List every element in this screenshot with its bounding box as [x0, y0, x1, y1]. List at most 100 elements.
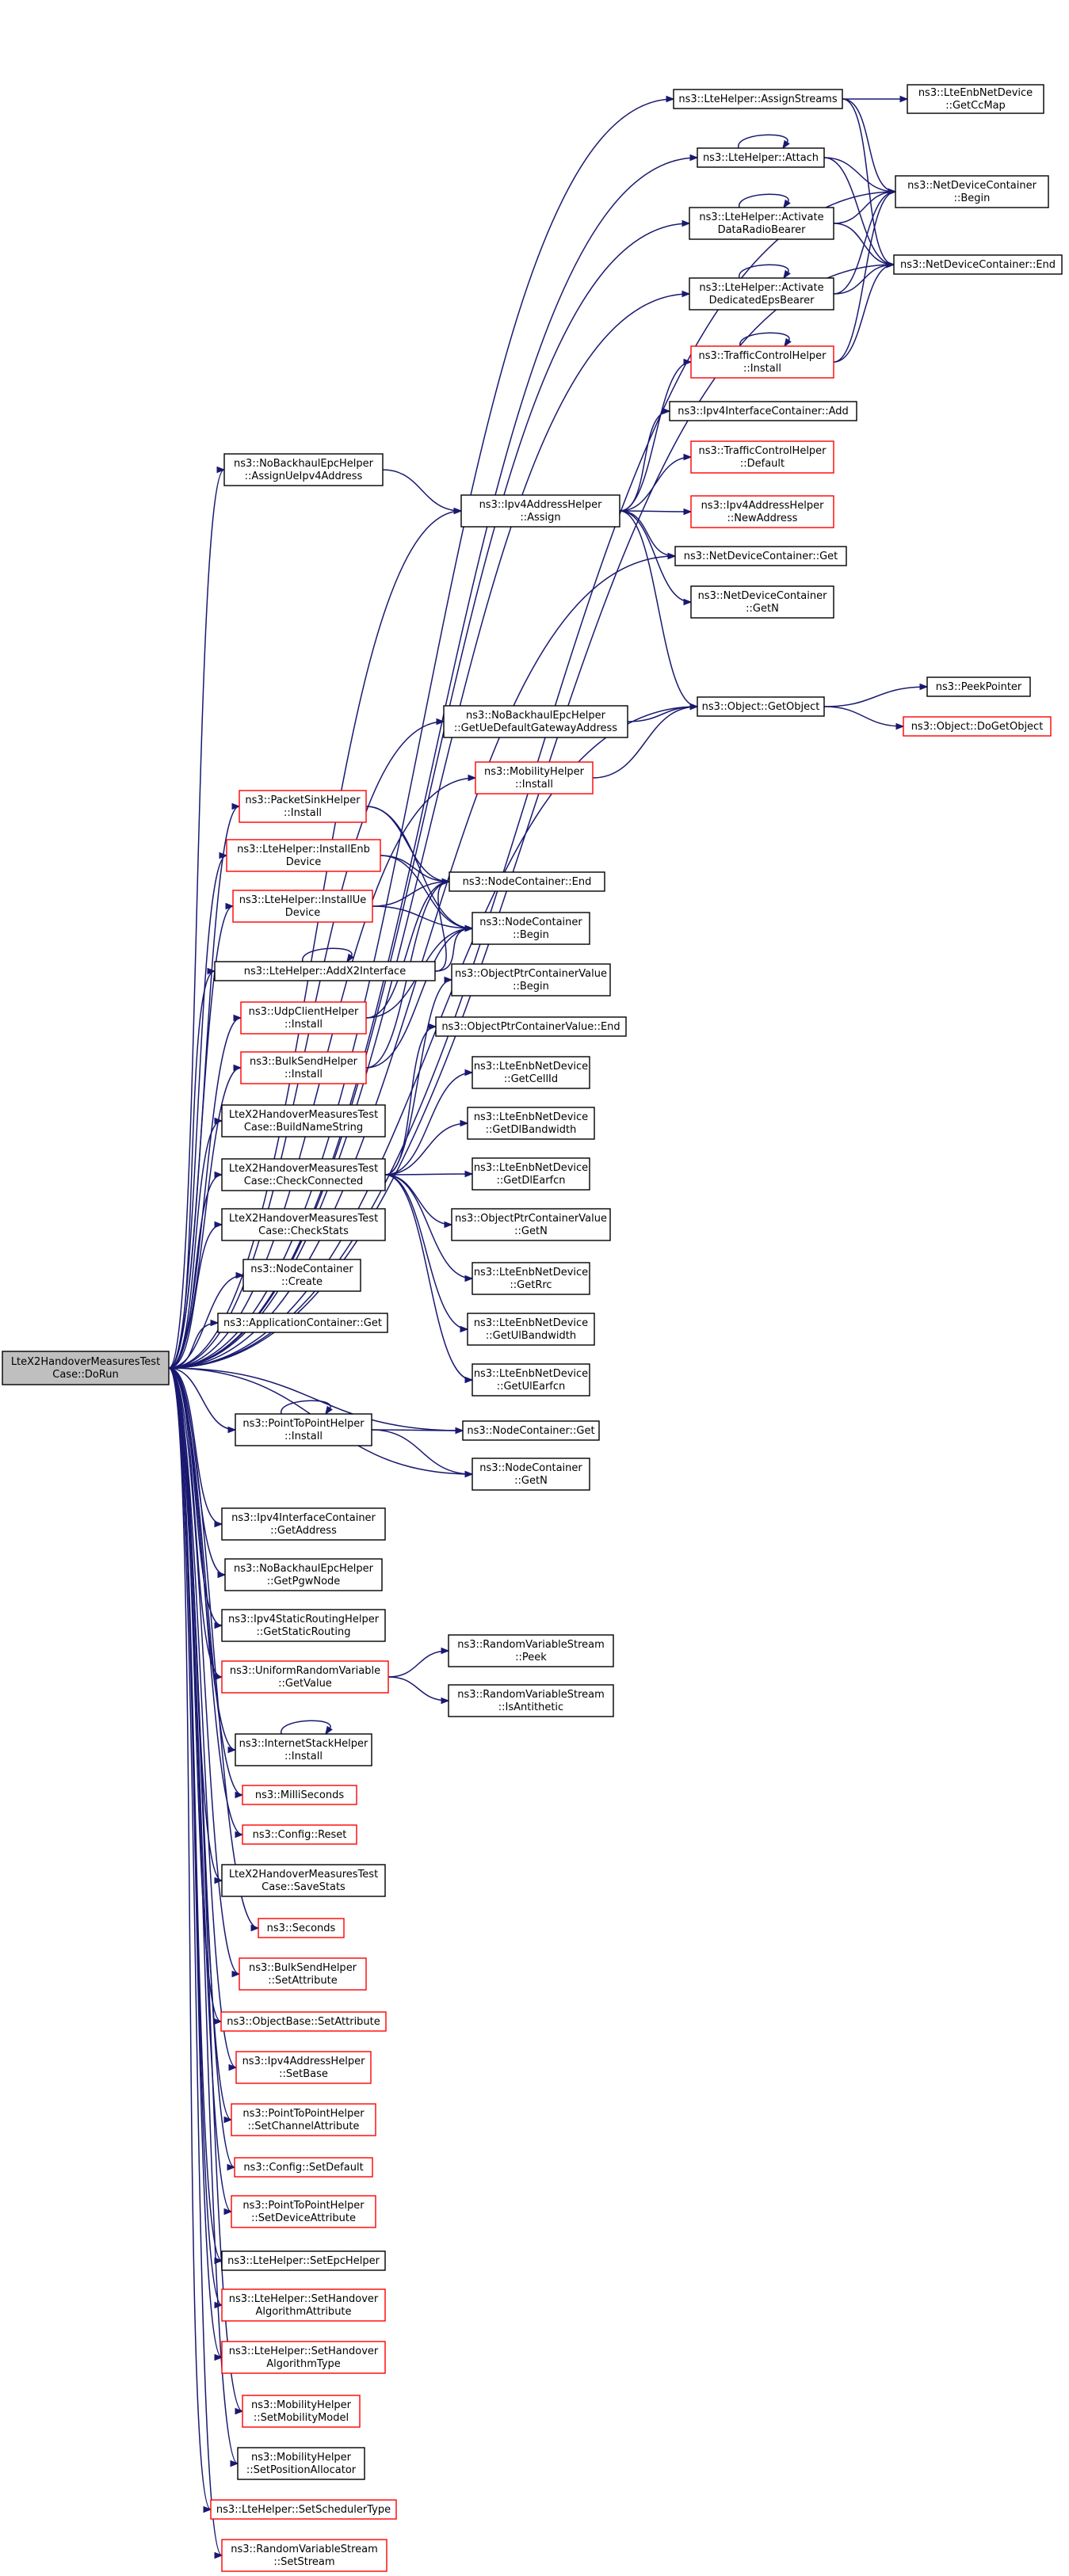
node-ncCreate[interactable]: ns3::NodeContainer::Create: [242, 1259, 361, 1292]
node-box[interactable]: [697, 147, 825, 168]
node-box[interactable]: [472, 1363, 590, 1397]
node-box[interactable]: [221, 1104, 386, 1137]
node-box[interactable]: [690, 345, 834, 379]
node-box[interactable]: [221, 2539, 388, 2572]
node-box[interactable]: [214, 961, 436, 981]
node-box[interactable]: [221, 1158, 386, 1191]
node-rvsAnti[interactable]: ns3::RandomVariableStream::IsAntithetic: [448, 1684, 614, 1717]
node-assignStreams[interactable]: ns3::LteHelper::AssignStreams: [673, 89, 843, 109]
node-p2pSetDev[interactable]: ns3::PointToPointHelper::SetDeviceAttrib…: [231, 2195, 376, 2228]
node-getStaticRouting[interactable]: ns3::Ipv4StaticRoutingHelper::GetStaticR…: [221, 1609, 386, 1642]
node-box[interactable]: [210, 2499, 397, 2520]
node-box[interactable]: [235, 1733, 372, 1766]
node-box[interactable]: [674, 546, 847, 566]
node-box[interactable]: [221, 1208, 386, 1241]
node-box[interactable]: [235, 1413, 372, 1446]
node-box[interactable]: [240, 1051, 367, 1084]
node-box[interactable]: [235, 2051, 372, 2084]
node-box[interactable]: [242, 2395, 361, 2428]
node-checkConn[interactable]: LteX2HandoverMeasuresTestCase::CheckConn…: [221, 1158, 386, 1191]
node-udpClient[interactable]: ns3::UdpClientHelper::Install: [240, 1001, 367, 1035]
node-ncGetN[interactable]: ns3::NodeContainer::GetN: [472, 1458, 590, 1491]
node-box[interactable]: [239, 1957, 367, 1991]
node-opcEnd[interactable]: ns3::ObjectPtrContainerValue::End: [435, 1016, 627, 1037]
node-box[interactable]: [242, 1259, 361, 1292]
node-box[interactable]: [234, 2157, 373, 2178]
node-box[interactable]: [221, 1507, 386, 1541]
node-uniformGetValue[interactable]: ns3::UniformRandomVariable::GetValue: [221, 1660, 389, 1694]
node-box[interactable]: [472, 1262, 590, 1295]
node-ndcGet[interactable]: ns3::NetDeviceContainer::Get: [674, 546, 847, 566]
node-ndcEnd[interactable]: ns3::NetDeviceContainer::End: [893, 254, 1063, 275]
node-ncGet[interactable]: ns3::NodeContainer::Get: [462, 1420, 600, 1441]
node-ndcBegin[interactable]: ns3::NetDeviceContainer::Begin: [895, 175, 1049, 208]
node-opcBegin[interactable]: ns3::ObjectPtrContainerValue::Begin: [451, 963, 611, 996]
node-ipv4Assign[interactable]: ns3::Ipv4AddressHelper::Assign: [460, 494, 620, 528]
node-box[interactable]: [217, 1313, 388, 1333]
node-box[interactable]: [467, 1107, 595, 1140]
node-box[interactable]: [689, 207, 834, 240]
node-box[interactable]: [221, 2288, 386, 2322]
node-getRrc[interactable]: ns3::LteEnbNetDevice::GetRrc: [472, 1262, 590, 1295]
node-p2pSetChan[interactable]: ns3::PointToPointHelper::SetChannelAttri…: [231, 2103, 376, 2136]
node-assignUe[interactable]: ns3::NoBackhaulEpcHelper::AssignUeIpv4Ad…: [223, 453, 384, 486]
node-getUlEarfcn[interactable]: ns3::LteEnbNetDevice::GetUlEarfcn: [472, 1363, 590, 1397]
node-box[interactable]: [462, 1420, 600, 1441]
node-ncBegin[interactable]: ns3::NodeContainer::Begin: [472, 912, 590, 945]
node-ipv4SetBase[interactable]: ns3::Ipv4AddressHelper::SetBase: [235, 2051, 372, 2084]
node-box[interactable]: [221, 1864, 386, 1897]
node-box[interactable]: [224, 1558, 383, 1591]
node-p2pInstall[interactable]: ns3::PointToPointHelper::Install: [235, 1413, 372, 1446]
node-box[interactable]: [223, 453, 384, 486]
node-ipv4IcAdd[interactable]: ns3::Ipv4InterfaceContainer::Add: [669, 401, 857, 421]
node-checkStats[interactable]: LteX2HandoverMeasuresTestCase::CheckStat…: [221, 1208, 386, 1241]
node-ncEnd[interactable]: ns3::NodeContainer::End: [449, 871, 605, 892]
node-box[interactable]: [697, 696, 825, 717]
node-box[interactable]: [226, 839, 381, 872]
node-box[interactable]: [451, 1208, 611, 1241]
node-getDlBw[interactable]: ns3::LteEnbNetDevice::GetDlBandwidth: [467, 1107, 595, 1140]
node-tchInstall[interactable]: ns3::TrafficControlHelper::Install: [690, 345, 834, 379]
node-box[interactable]: [221, 2250, 386, 2271]
node-addX2[interactable]: ns3::LteHelper::AddX2Interface: [214, 961, 436, 981]
node-box[interactable]: [460, 494, 620, 528]
node-peekPointer[interactable]: ns3::PeekPointer: [926, 676, 1031, 697]
node-rvsPeek[interactable]: ns3::RandomVariableStream::Peek: [448, 1634, 614, 1667]
node-box[interactable]: [467, 1313, 595, 1346]
node-box[interactable]: [475, 761, 594, 795]
node-box[interactable]: [690, 585, 834, 619]
node-box[interactable]: [903, 716, 1052, 737]
node-getPgw[interactable]: ns3::NoBackhaulEpcHelper::GetPgwNode: [224, 1558, 383, 1591]
node-getCcMap[interactable]: ns3::LteEnbNetDevice::GetCcMap: [907, 84, 1044, 114]
node-rvsSetStream[interactable]: ns3::RandomVariableStream::SetStream: [221, 2539, 388, 2572]
node-box[interactable]: [472, 1157, 590, 1191]
node-mobInstall[interactable]: ns3::MobilityHelper::Install: [475, 761, 594, 795]
node-box[interactable]: [242, 1824, 357, 1845]
node-box[interactable]: [472, 1458, 590, 1491]
node-box[interactable]: [673, 89, 843, 109]
node-box[interactable]: [232, 890, 373, 923]
node-box[interactable]: [237, 2447, 365, 2480]
node-objBaseSetAttr[interactable]: ns3::ObjectBase::SetAttribute: [220, 2011, 387, 2032]
node-getCellId[interactable]: ns3::LteEnbNetDevice::GetCellId: [472, 1056, 590, 1089]
node-opcGetN[interactable]: ns3::ObjectPtrContainerValue::GetN: [451, 1208, 611, 1241]
node-box[interactable]: [240, 1001, 367, 1035]
node-box[interactable]: [231, 2195, 376, 2228]
node-tchDefault[interactable]: ns3::TrafficControlHelper::Default: [690, 440, 834, 474]
node-box[interactable]: [221, 1609, 386, 1642]
node-ishInstall[interactable]: ns3::InternetStackHelper::Install: [235, 1733, 372, 1766]
node-getObject[interactable]: ns3::Object::GetObject: [697, 696, 825, 717]
node-box[interactable]: [448, 1634, 614, 1667]
node-box[interactable]: [2, 1351, 170, 1385]
node-box[interactable]: [231, 2103, 376, 2136]
node-actEps[interactable]: ns3::LteHelper::ActivateDedicatedEpsBear…: [689, 277, 834, 311]
node-getUlBw[interactable]: ns3::LteEnbNetDevice::GetUlBandwidth: [467, 1313, 595, 1346]
node-newAddress[interactable]: ns3::Ipv4AddressHelper::NewAddress: [690, 495, 834, 528]
node-box[interactable]: [242, 1785, 357, 1805]
node-doGetObject[interactable]: ns3::Object::DoGetObject: [903, 716, 1052, 737]
